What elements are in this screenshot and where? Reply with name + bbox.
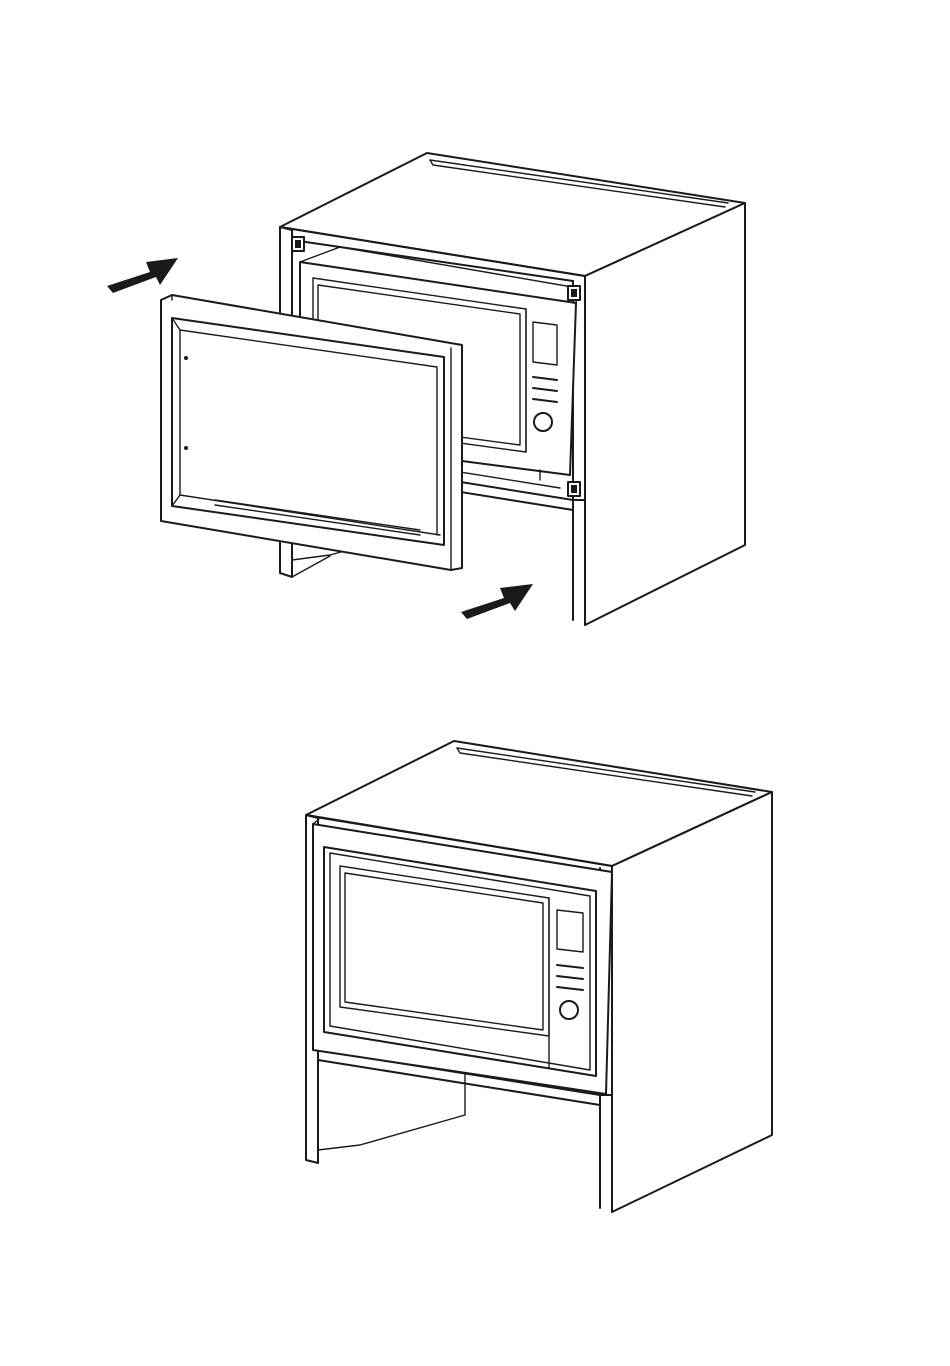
push-arrow-icon [107,258,178,293]
push-arrow-icon [461,584,533,619]
trim-frame [161,295,462,570]
figure-installed-result [306,741,772,1212]
figure-fit-trim-frame [107,153,745,625]
